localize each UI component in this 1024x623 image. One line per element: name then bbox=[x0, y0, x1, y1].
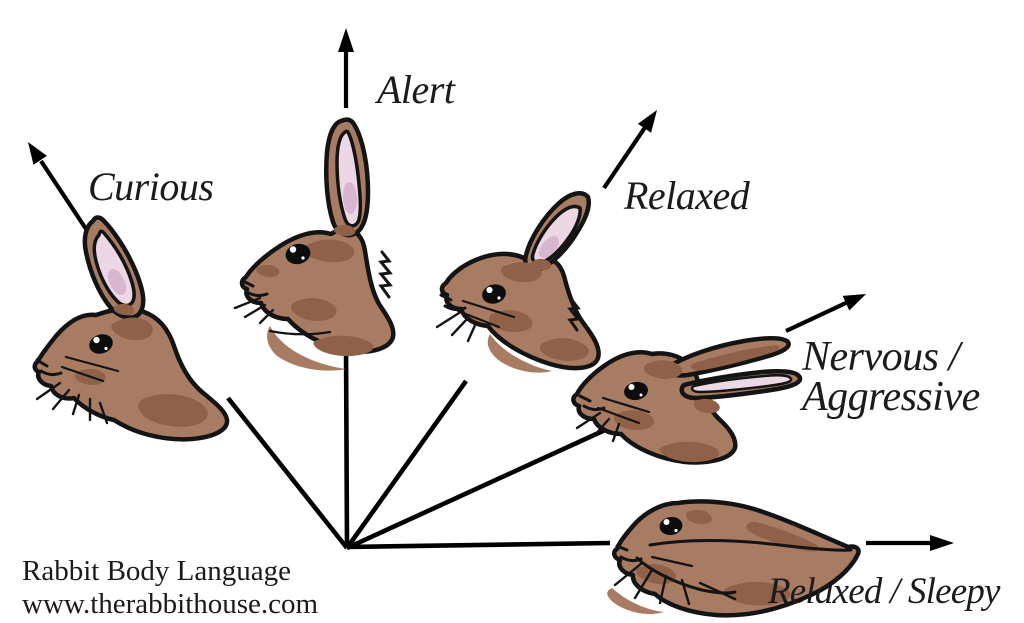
nervous-arrow bbox=[785, 294, 866, 333]
sleepy-rabbit-belly bbox=[607, 588, 664, 614]
relaxed-rabbit-ear bbox=[523, 191, 591, 273]
sleepy-rabbit-ear-crease bbox=[635, 539, 853, 595]
relaxed-rabbit-muzzle-whiskers bbox=[435, 293, 516, 343]
nervous-rabbit-flattened-ears bbox=[666, 335, 803, 401]
label-alert: Alert bbox=[377, 67, 455, 112]
curious-rabbit-illustration bbox=[32, 215, 230, 442]
nervous-rabbit-eye bbox=[624, 381, 648, 401]
diagram-title: Rabbit Body Language bbox=[22, 555, 292, 587]
line-to-relaxed bbox=[345, 379, 468, 550]
label-relaxed-sleepy: Relaxed / Sleepy bbox=[768, 571, 1000, 612]
curious-rabbit-fur-patches bbox=[75, 303, 208, 427]
sleepy-rabbit-fur-patches bbox=[636, 509, 820, 606]
nervous-rabbit-muzzle-whiskers bbox=[575, 394, 651, 443]
line-to-sleepy bbox=[346, 540, 611, 550]
alert-rabbit-illustration bbox=[233, 117, 396, 371]
sleepy-rabbit-illustration bbox=[607, 499, 861, 618]
line-to-curious bbox=[226, 396, 349, 550]
relaxed-arrow bbox=[602, 110, 657, 190]
nervous-rabbit-illustration bbox=[571, 335, 803, 465]
alert-rabbit-eye bbox=[285, 243, 311, 265]
alert-arrow bbox=[338, 28, 354, 108]
direction-arrows bbox=[28, 28, 954, 551]
line-to-nervous bbox=[346, 427, 606, 551]
label-relaxed: Relaxed bbox=[624, 173, 750, 218]
curious-rabbit-eye bbox=[89, 334, 113, 354]
alert-rabbit-chest bbox=[267, 326, 346, 371]
relaxed-rabbit-fur-ruffle bbox=[567, 297, 581, 332]
alert-rabbit-muzzle-whiskers bbox=[233, 279, 332, 336]
label-curious: Curious bbox=[88, 164, 214, 209]
label-nervous-line2: Aggressive bbox=[802, 374, 980, 420]
line-to-alert bbox=[343, 343, 350, 549]
sleepy-rabbit-muzzle-whiskers bbox=[613, 544, 737, 606]
label-nervous-line1: Nervous / bbox=[802, 334, 960, 380]
curious-arrow bbox=[28, 142, 90, 234]
relaxed-rabbit-illustration bbox=[435, 191, 601, 373]
alert-rabbit-fur-patches bbox=[256, 224, 374, 357]
sleepy-arrow bbox=[866, 535, 954, 551]
website-url: www.therabbithouse.com bbox=[22, 588, 319, 620]
relaxed-rabbit-chest bbox=[487, 334, 552, 373]
alert-rabbit-fur-ruffle bbox=[378, 250, 393, 299]
curious-rabbit-muzzle-whiskers bbox=[35, 355, 120, 425]
radiating-lines bbox=[226, 343, 611, 551]
nervous-rabbit-head bbox=[571, 349, 738, 465]
curious-rabbit-ear bbox=[82, 215, 146, 320]
alert-rabbit-head bbox=[239, 226, 396, 354]
label-nervous-aggressive: Nervous / Aggressive bbox=[802, 334, 980, 420]
sleepy-rabbit-eye bbox=[659, 516, 683, 536]
relaxed-rabbit-eye bbox=[482, 284, 506, 304]
alert-rabbit-ear bbox=[324, 117, 371, 238]
